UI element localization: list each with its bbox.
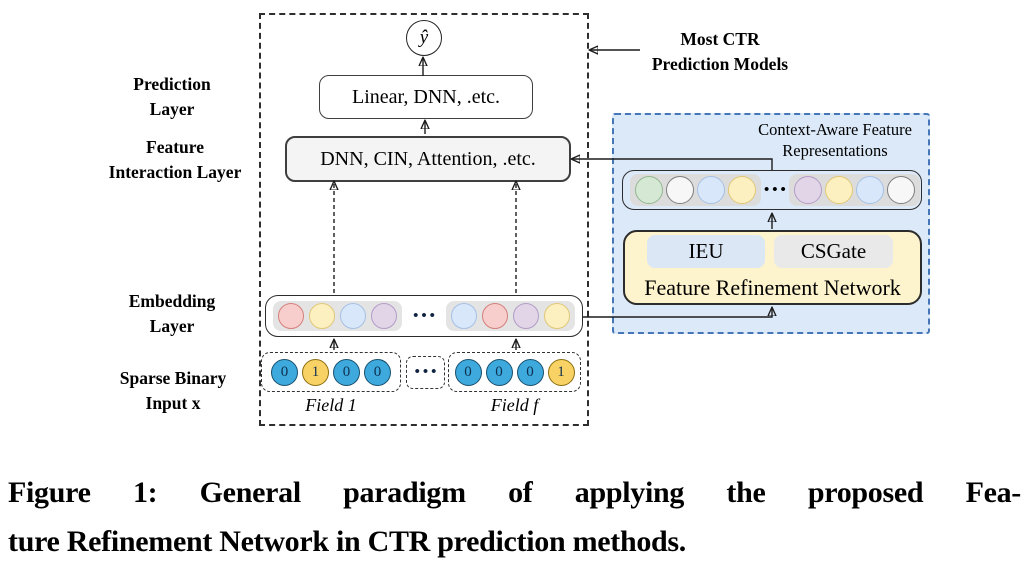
field-1-label: Field 1 xyxy=(305,395,357,415)
context-group-1 xyxy=(630,174,761,206)
pink-embedding-circle xyxy=(481,303,508,329)
purple-embedding-circle xyxy=(512,303,539,329)
yellow-embedding-circle xyxy=(309,303,335,329)
sparse-binary-input-label: Sparse Binary Input x xyxy=(119,368,227,413)
blue-embedding-circle xyxy=(697,176,725,204)
prediction-output-node: ŷ xyxy=(406,20,442,56)
blue-embedding-circle xyxy=(340,303,366,329)
input-bit-0: 0 xyxy=(454,358,482,386)
purple-embedding-circle xyxy=(793,176,822,204)
green-embedding-circle xyxy=(635,176,663,204)
csgate-box: CSGate xyxy=(774,235,893,268)
figure-caption: Figure 1: General paradigm of applying t… xyxy=(8,468,1021,566)
embedding-group-1 xyxy=(273,301,402,331)
context-representation-row: ••• xyxy=(622,170,922,210)
embedding-row: ••• xyxy=(265,295,583,337)
ieu-box: IEU xyxy=(647,235,765,268)
white-embedding-circle xyxy=(886,176,915,204)
prediction-layer-box: Linear, DNN, .etc. xyxy=(319,75,533,119)
ellipsis-dots: ••• xyxy=(413,307,438,324)
frn-label: Feature Refinement Network xyxy=(644,275,901,300)
pink-embedding-circle xyxy=(278,303,304,329)
prediction-layer-label: Prediction Layer xyxy=(133,74,211,119)
caption-line-2: ture Refinement Network in CTR predictio… xyxy=(8,525,687,558)
yellow-embedding-circle xyxy=(824,176,853,204)
purple-embedding-circle xyxy=(371,303,397,329)
context-aware-representations-label: Context-Aware Feature Representations xyxy=(758,120,912,160)
field-f-label: Field f xyxy=(490,395,539,415)
yellow-embedding-circle xyxy=(543,303,570,329)
input-bit-0: 0 xyxy=(333,358,360,386)
ctr-model-boundary-box xyxy=(259,13,589,426)
feature-interaction-layer-label: Feature Interaction Layer xyxy=(108,137,242,182)
field-ellipsis-box: ••• xyxy=(406,356,445,389)
input-bit-1: 1 xyxy=(302,358,329,386)
input-bit-1: 1 xyxy=(547,358,575,386)
input-bit-0: 0 xyxy=(271,358,298,386)
blue-embedding-circle xyxy=(450,303,477,329)
input-bit-0: 0 xyxy=(485,358,513,386)
y-hat-symbol: ŷ xyxy=(419,27,429,48)
yellow-embedding-circle xyxy=(728,176,756,204)
input-bit-0: 0 xyxy=(364,358,391,386)
ellipsis-dots: ••• xyxy=(414,364,440,380)
most-ctr-models-label: Most CTR Prediction Models xyxy=(651,29,789,74)
ellipsis-dots: ••• xyxy=(764,181,789,198)
input-bit-0: 0 xyxy=(516,358,544,386)
embedding-layer-label: Embedding Layer xyxy=(128,291,216,336)
embedding-group-2 xyxy=(445,301,575,331)
context-group-2 xyxy=(788,174,920,206)
caption-line-1: Figure 1: General paradigm of applying t… xyxy=(8,476,1021,509)
white-embedding-circle xyxy=(666,176,694,204)
feature-interaction-layer-box: DNN, CIN, Attention, .etc. xyxy=(285,136,571,182)
blue-embedding-circle xyxy=(855,176,884,204)
